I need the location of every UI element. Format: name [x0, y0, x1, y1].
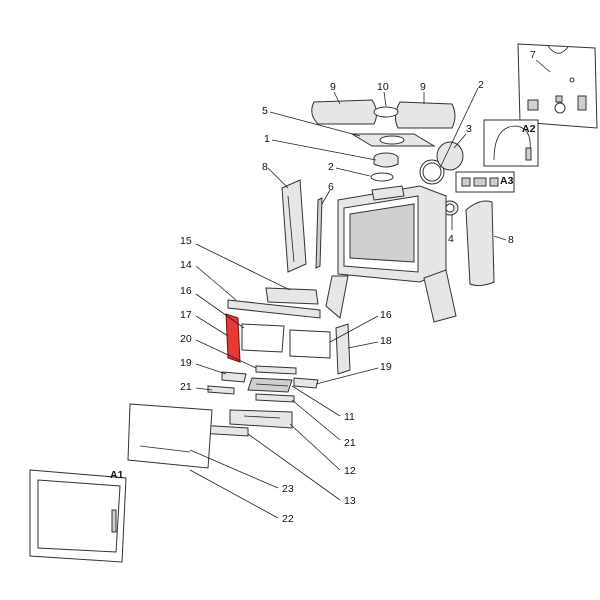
part-21-strip-right — [255, 393, 295, 403]
part-14-bar — [227, 299, 321, 319]
part-17-side-brick-highlighted — [225, 313, 241, 363]
callout-A3: A3 — [500, 175, 514, 187]
callout-17: 17 — [180, 309, 192, 321]
callout-2-mid: 2 — [328, 161, 334, 173]
part-8-side-panel-right — [465, 200, 495, 287]
callout-A2: A2 — [522, 123, 536, 135]
callout-5: 5 — [262, 105, 268, 117]
part-9-top-plate-left — [311, 99, 378, 125]
callout-7: 7 — [530, 49, 536, 61]
callout-20: 20 — [180, 333, 192, 345]
part-A2-handle-kit — [483, 119, 539, 167]
part-16-back-brick-right — [289, 329, 331, 359]
callout-18: 18 — [380, 335, 392, 347]
part-22-door-rod — [139, 445, 191, 453]
part-19-floor-brick-right — [293, 377, 319, 389]
part-A1-door-assembly — [29, 469, 127, 563]
part-19-floor-brick-left — [221, 371, 247, 383]
callout-3: 3 — [466, 123, 472, 135]
callout-15: 15 — [180, 235, 192, 247]
callout-4: 4 — [448, 233, 454, 245]
callout-12: 12 — [344, 465, 356, 477]
callout-11: 11 — [344, 411, 355, 423]
part-11-grate — [247, 377, 293, 393]
callout-13: 13 — [344, 495, 356, 507]
callout-2-top: 2 — [478, 79, 484, 91]
callout-21-left: 21 — [180, 381, 192, 393]
callout-19-right: 19 — [380, 361, 392, 373]
callout-16-left: 16 — [180, 285, 192, 297]
stove-body — [325, 185, 457, 323]
callout-16-right: 16 — [380, 309, 392, 321]
callout-labels: 7 9 10 9 2 5 3 A2 1 2 8 6 A3 4 8 15 14 1… — [110, 49, 536, 525]
part-20-grate-bar — [255, 365, 297, 375]
part-1-flue-collar — [373, 152, 399, 168]
callout-19-left: 19 — [180, 357, 192, 369]
callout-22: 22 — [282, 513, 294, 525]
callout-8-left: 8 — [262, 161, 268, 173]
callout-8-right: 8 — [508, 234, 514, 246]
callout-9-left: 9 — [330, 81, 336, 93]
part-7-back-panel — [517, 43, 598, 129]
callout-A1: A1 — [110, 469, 124, 481]
part-16-back-brick-left — [241, 323, 285, 353]
part-2-ring-lower — [370, 172, 394, 182]
part-5-baffle — [350, 133, 436, 147]
part-8-side-panel-left — [281, 179, 307, 273]
part-12-ash-pan — [229, 409, 293, 429]
part-3-cover-plate — [436, 141, 464, 171]
part-10-top-disc — [373, 106, 399, 118]
callout-23: 23 — [282, 483, 294, 495]
callout-14: 14 — [180, 259, 192, 271]
part-15-lintel — [265, 287, 319, 305]
callout-10: 10 — [377, 81, 389, 93]
part-18-side-brick-right — [335, 323, 351, 375]
callout-21-right: 21 — [344, 437, 356, 449]
callout-6: 6 — [328, 181, 334, 193]
part-9-top-plate-right — [394, 101, 456, 129]
leader-lines — [189, 59, 551, 519]
callout-1: 1 — [264, 133, 270, 145]
callout-9-right: 9 — [420, 81, 426, 93]
part-21-strip-left — [207, 385, 235, 395]
part-A3-hardware-kit — [455, 171, 515, 193]
part-6-side-rod — [315, 197, 323, 269]
part-2-ring-right — [419, 159, 445, 185]
part-23-door-glass — [127, 403, 213, 469]
